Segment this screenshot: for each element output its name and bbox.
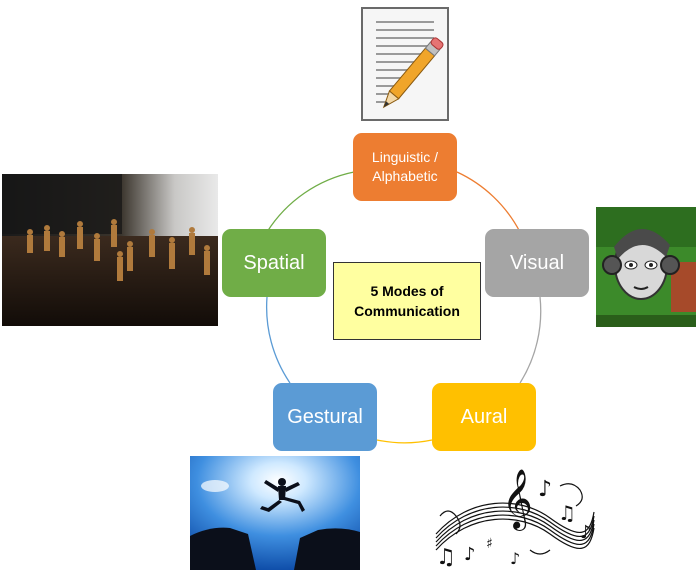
svg-text:♪: ♪ [538, 477, 552, 502]
svg-text:♫: ♫ [558, 501, 576, 525]
node-label: Visual [509, 251, 565, 274]
mode-visual: Visual [485, 229, 589, 297]
node-label: Gestural [287, 405, 363, 428]
graffiti-face-image [596, 207, 696, 327]
mode-aural: Aural [432, 383, 536, 451]
document-pencil-icon [360, 6, 452, 122]
svg-text:♪: ♪ [580, 522, 592, 543]
svg-text:𝄞: 𝄞 [502, 469, 533, 531]
node-label: Linguistic / Alphabetic [371, 149, 439, 184]
mode-spatial: Spatial [222, 229, 326, 297]
center-title: 5 Modes of Communication [354, 283, 460, 319]
dancers-photo [2, 174, 218, 326]
svg-text:♯: ♯ [486, 536, 493, 552]
mode-gestural: Gestural [273, 383, 377, 451]
svg-text:♫: ♫ [436, 545, 456, 570]
node-label: Aural [460, 405, 508, 428]
center-title-box: 5 Modes of Communication [333, 262, 481, 340]
jumper-silhouette-image [190, 456, 360, 570]
svg-text:♪: ♪ [510, 549, 520, 568]
music-notes-image: 𝄞 ♪ ♫ ♪ ♫ ♪ ♯ ♪ [430, 456, 598, 570]
mode-linguistic-alphabetic: Linguistic / Alphabetic [353, 133, 457, 201]
svg-text:♪: ♪ [464, 544, 476, 565]
node-label: Spatial [243, 251, 305, 274]
